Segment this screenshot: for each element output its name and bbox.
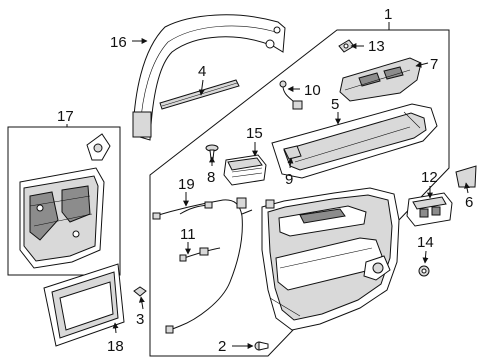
front-door-assembly-outline <box>149 29 450 357</box>
door-frame-weatherstrip <box>132 14 286 141</box>
rear-door-panel-box <box>7 126 121 276</box>
callout-7: 7 <box>430 56 438 73</box>
callout-8: 8 <box>207 169 215 186</box>
lock-rod-part-10 <box>279 80 303 110</box>
callout-9: 9 <box>285 171 293 188</box>
callout-6: 6 <box>465 194 473 211</box>
callout-4: 4 <box>198 63 206 80</box>
door-trim-panel <box>261 187 400 331</box>
wiring-harness <box>152 197 253 334</box>
clip-part-3 <box>133 286 147 297</box>
knob-part-14 <box>418 265 430 277</box>
callout-14: 14 <box>417 234 434 251</box>
corner-trim-part-6 <box>455 165 477 188</box>
leader-lines <box>66 22 471 349</box>
armrest-trim <box>271 103 438 179</box>
callout-18: 18 <box>107 338 124 355</box>
callout-5: 5 <box>331 96 339 113</box>
push-pin-part-8 <box>205 144 219 160</box>
switch-bezel <box>339 57 422 102</box>
window-switch <box>406 192 453 227</box>
callout-12: 12 <box>421 169 438 186</box>
callout-17: 17 <box>57 108 74 125</box>
belt-molding-strip <box>159 79 240 110</box>
callout-10: 10 <box>304 82 321 99</box>
callout-1: 1 <box>384 6 392 23</box>
water-deflector-seal <box>43 263 125 347</box>
callout-2: 2 <box>218 338 226 355</box>
control-module <box>223 154 267 186</box>
callout-labels: 1 16 4 13 7 10 5 15 8 9 12 6 19 11 14 3 … <box>57 6 473 355</box>
callout-13: 13 <box>368 38 385 55</box>
bracket-part-9 <box>283 145 302 160</box>
screw-part-2 <box>254 341 269 351</box>
callout-16: 16 <box>110 34 127 51</box>
callout-19: 19 <box>178 176 195 193</box>
callout-15: 15 <box>246 125 263 142</box>
callout-3: 3 <box>136 311 144 328</box>
callout-11: 11 <box>180 226 196 243</box>
rear-door-module <box>19 133 111 269</box>
